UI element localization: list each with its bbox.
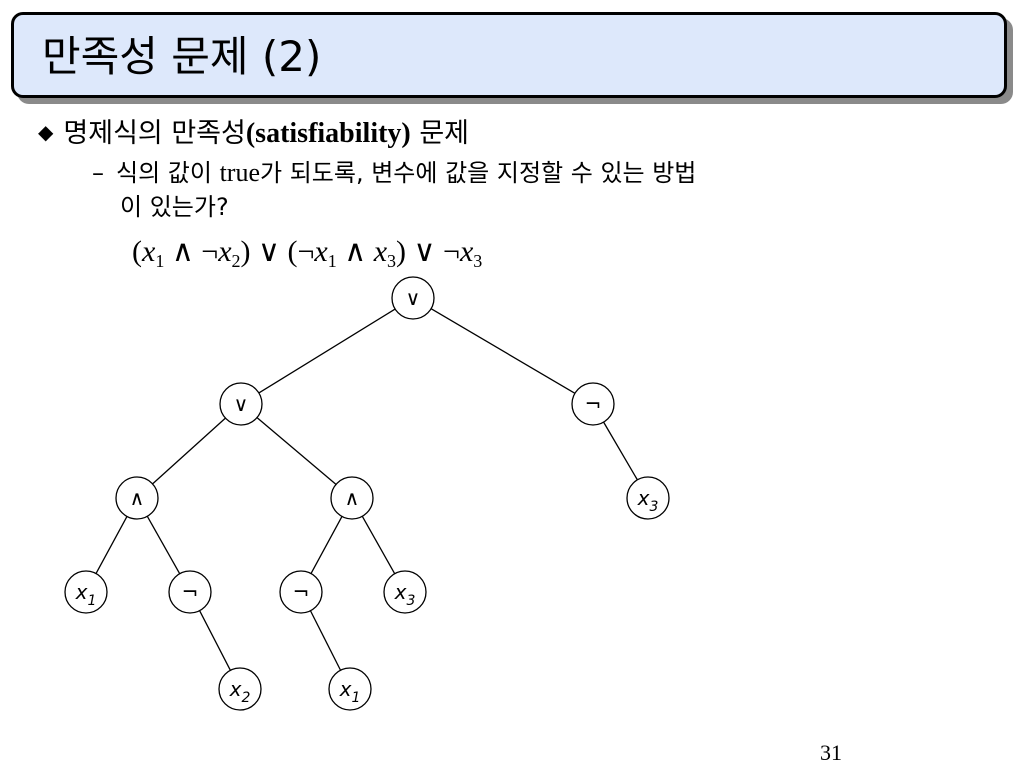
- tree-node-x2-leaf: x2: [218, 667, 262, 711]
- tree-node-var: x: [339, 677, 352, 701]
- tree-node-circle: [64, 570, 108, 614]
- formula-operator: ∨ (¬: [250, 235, 315, 268]
- tree-node-label: ¬: [293, 580, 310, 604]
- tree-node-x3-right: x3: [626, 476, 670, 520]
- tree-node-circle: [219, 382, 263, 426]
- tree-node-and-right: ∧: [330, 476, 374, 520]
- formula-var: x: [142, 235, 156, 268]
- tree-node-label: ∧: [130, 486, 145, 510]
- tree-node-circle: [383, 570, 427, 614]
- bullet-text-suffix: 문제: [410, 118, 470, 149]
- tree-edge: [309, 610, 342, 671]
- tree-node-label: x3: [394, 580, 416, 609]
- sub-text-part1: 식의 값이: [116, 159, 220, 187]
- formula-sub: 1: [327, 251, 337, 271]
- tree-node-or-left: ∨: [219, 382, 263, 426]
- sub-text-line2: 이 있는가?: [120, 193, 229, 221]
- tree-node-sub: 1: [351, 690, 360, 706]
- sub-text-latin: true: [219, 158, 260, 187]
- tree-node-label: ∧: [345, 486, 360, 510]
- page-title: 만족성 문제 (2): [42, 32, 322, 81]
- tree-node-label: x3: [637, 486, 659, 515]
- tree-node-circle: [571, 382, 615, 426]
- tree-edge: [310, 516, 343, 574]
- tree-node-circle: [626, 476, 670, 520]
- tree-node-sub: 1: [87, 593, 96, 609]
- formula-var: x: [459, 235, 474, 268]
- tree-edge: [152, 417, 226, 485]
- diamond-bullet-icon: ◆: [38, 120, 54, 144]
- tree-edge: [430, 308, 576, 394]
- formula-close-paren: ): [240, 235, 251, 268]
- tree-node-circle: [218, 667, 262, 711]
- tree-edge: [199, 610, 231, 671]
- tree-node-label: ∨: [406, 286, 421, 310]
- tree-node-sub: 3: [649, 499, 658, 515]
- formula-open-paren: (: [132, 235, 142, 268]
- formula-var: x: [218, 235, 232, 268]
- tree-edge: [95, 516, 128, 574]
- bullet-item: ◆ 명제식의 만족성(satisfiability) 문제: [38, 112, 469, 154]
- tree-node-label: x2: [229, 677, 251, 706]
- tree-node-circle: [279, 570, 323, 614]
- formula-operator: ∨ ¬: [406, 235, 460, 268]
- sub-bullet: –식의 값이 true가 되도록, 변수에 값을 지정할 수 있는 방법 이 있…: [92, 156, 992, 224]
- formula-operator: ∧ ¬: [164, 235, 219, 268]
- tree-node-not-b: ¬: [279, 570, 323, 614]
- tree-node-var: x: [637, 486, 650, 510]
- formula-sub: 1: [155, 251, 165, 271]
- bullet-text-prefix: 명제식의 만족성: [63, 118, 246, 149]
- tree-node-label: ¬: [585, 392, 602, 416]
- tree-edges: [95, 308, 638, 671]
- formula-var: x: [373, 235, 388, 268]
- tree-node-label: ¬: [182, 580, 199, 604]
- formula-operator: ∧: [336, 235, 374, 268]
- tree-edge: [258, 308, 396, 394]
- page-number: 31: [820, 740, 842, 765]
- tree-edge: [146, 515, 181, 575]
- tree-node-not-a: ¬: [168, 570, 212, 614]
- tree-node-var: x: [75, 580, 88, 604]
- tree-node-not-right: ¬: [571, 382, 615, 426]
- tree-node-sub: 3: [406, 593, 415, 609]
- tree-node-x1-leaf-b: x1: [328, 667, 372, 711]
- tree-node-label: x1: [339, 677, 361, 706]
- formula-var: x: [314, 235, 328, 268]
- sub-text-part2: 가 되도록, 변수에 값을 지정할 수 있는 방법: [260, 159, 697, 187]
- formula-close-paren: ): [396, 235, 407, 268]
- tree-node-var: x: [229, 677, 242, 701]
- tree-node-x3-leaf: x3: [383, 570, 427, 614]
- formula-sub: 3: [387, 251, 397, 271]
- tree-edge: [603, 421, 638, 481]
- formula: (x1 ∧ ¬x2) ∨ (¬x1 ∧ x3) ∨ ¬x3: [132, 232, 482, 272]
- tree-node-sub: 2: [241, 690, 250, 706]
- formula-sub: 3: [473, 251, 483, 271]
- tree-node-circle: [391, 276, 435, 320]
- tree-node-and-left: ∧: [115, 476, 159, 520]
- tree-node-label: x1: [75, 580, 97, 609]
- tree-node-circle: [115, 476, 159, 520]
- tree-node-var: x: [394, 580, 407, 604]
- tree-node-label: ∨: [234, 392, 249, 416]
- formula-sub: 2: [231, 251, 241, 271]
- title-box: 만족성 문제 (2): [11, 12, 1007, 98]
- bullet-text-latin: (satisfiability): [245, 118, 411, 149]
- tree-edge: [361, 515, 396, 575]
- tree-node-circle: [330, 476, 374, 520]
- tree-node-x1-leaf: x1: [64, 570, 108, 614]
- tree-node-or-root: ∨: [391, 276, 435, 320]
- tree-node-circle: [168, 570, 212, 614]
- tree-edge: [256, 417, 337, 485]
- sub-bullet-dash: –: [92, 159, 104, 187]
- tree-node-circle: [328, 667, 372, 711]
